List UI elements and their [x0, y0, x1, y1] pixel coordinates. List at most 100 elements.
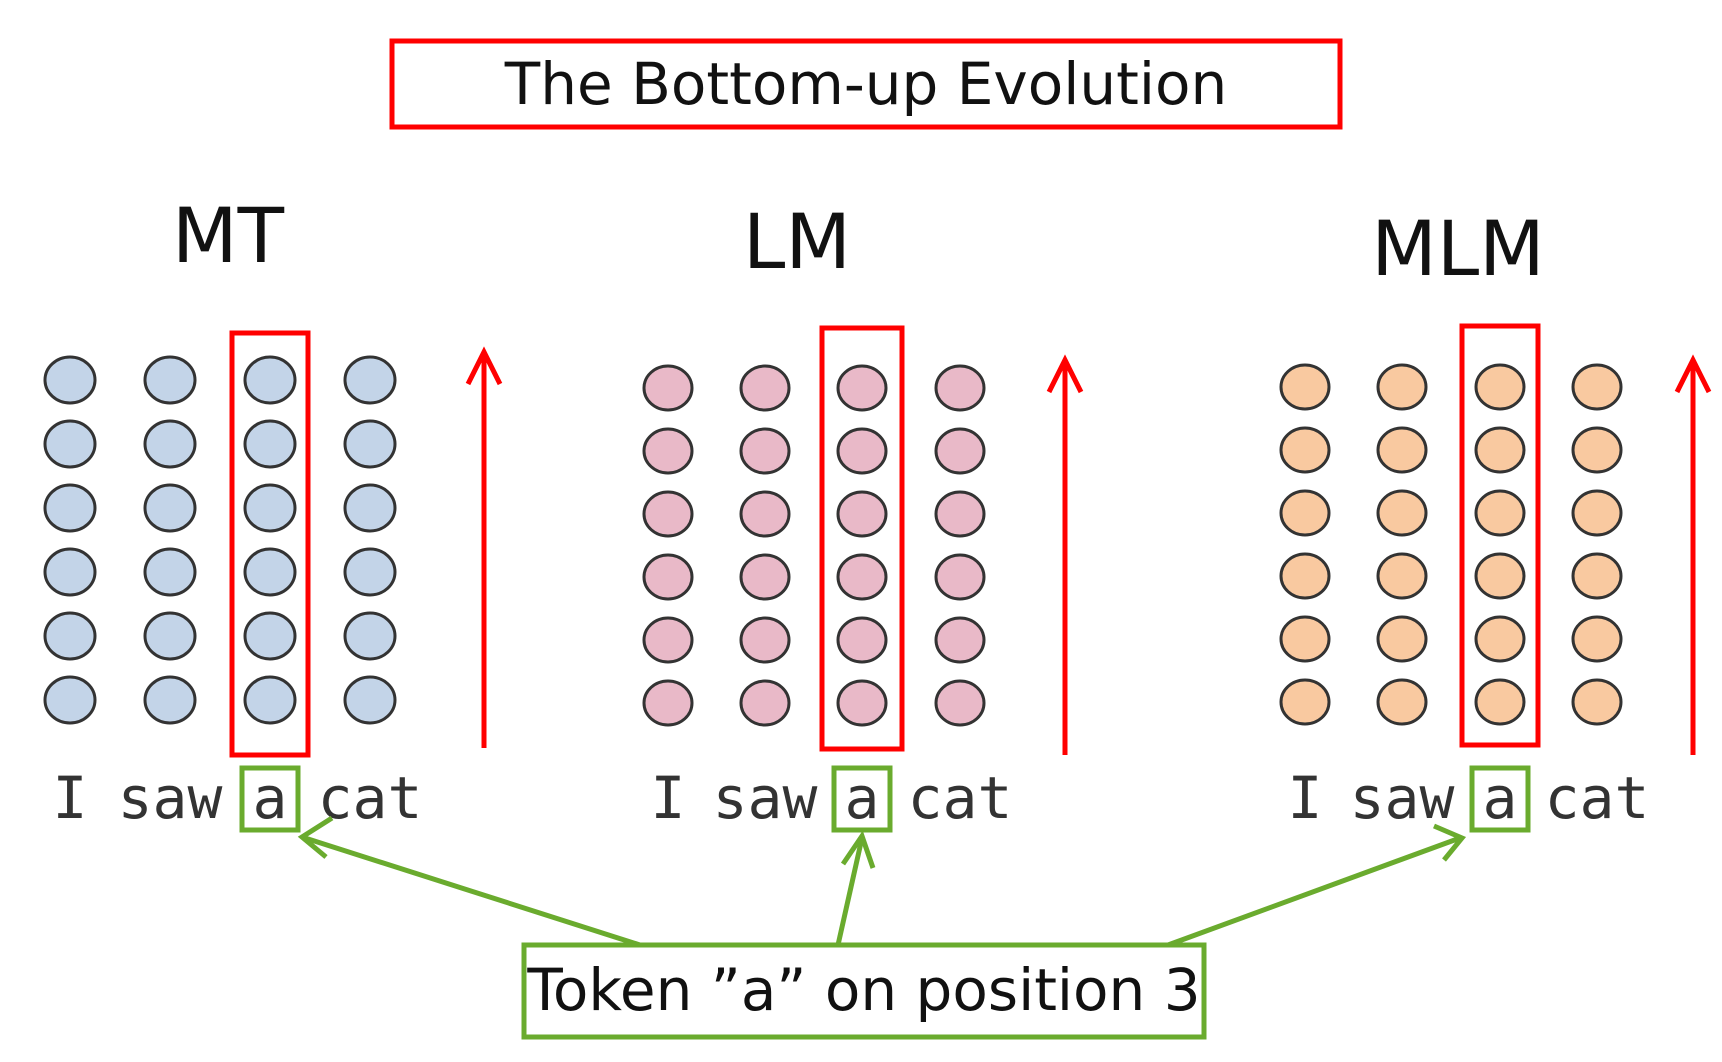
- neuron-lm-c2-r5: [739, 616, 791, 664]
- neuron-mlm-c3-r6: [1474, 678, 1526, 726]
- token-mlm-3: a: [1483, 764, 1518, 832]
- callout-arrowhead-lm: [840, 830, 876, 869]
- neuron-mt-c1-r6: [43, 675, 97, 725]
- callout-arrow-mt: [304, 835, 641, 948]
- token-highlight-box-mlm: [1469, 765, 1531, 833]
- panel-label-lm: LM: [743, 197, 851, 286]
- callout-text: Token ”a” on position 3: [526, 956, 1200, 1024]
- token-mt-1: I: [53, 764, 88, 832]
- token-lm-3: a: [845, 764, 880, 832]
- neuron-mt-c3-r6: [243, 675, 297, 725]
- neuron-lm-c4-r5: [934, 616, 986, 664]
- neuron-mlm-c1-r1: [1279, 363, 1331, 411]
- neuron-mt-c2-r6: [143, 675, 197, 725]
- neuron-mt-c3-r2: [243, 419, 297, 469]
- neuron-lm-c4-r4: [934, 553, 986, 601]
- neuron-mlm-c4-r4: [1571, 552, 1623, 600]
- neuron-lm-c1-r3: [642, 490, 694, 538]
- neuron-lm-c4-r2: [934, 427, 986, 475]
- neuron-mt-c4-r5: [343, 611, 397, 661]
- title-text: The Bottom-up Evolution: [504, 50, 1227, 118]
- neuron-mt-c1-r4: [43, 547, 97, 597]
- neuron-mt-c2-r3: [143, 483, 197, 533]
- token-mlm-1: I: [1288, 764, 1323, 832]
- token-mlm-2: saw: [1350, 764, 1455, 832]
- neuron-lm-c2-r1: [739, 364, 791, 412]
- callout: Token ”a” on position 3: [297, 815, 1467, 1040]
- neuron-lm-c3-r4: [836, 553, 888, 601]
- neuron-mt-c3-r4: [243, 547, 297, 597]
- neuron-mlm-c1-r2: [1279, 426, 1331, 474]
- neuron-mt-c4-r1: [343, 355, 397, 405]
- token-mt-3: a: [253, 764, 288, 832]
- neuron-mlm-c2-r5: [1376, 615, 1428, 663]
- token-highlight-box-lm: [831, 765, 893, 833]
- neuron-lm-c4-r1: [934, 364, 986, 412]
- panel-label-mlm: MLM: [1371, 204, 1545, 293]
- neuron-mt-c2-r2: [143, 419, 197, 469]
- highlight-column-box-lm: [819, 325, 905, 752]
- neuron-lm-c4-r3: [934, 490, 986, 538]
- neuron-mt-c2-r1: [143, 355, 197, 405]
- neuron-lm-c3-r5: [836, 616, 888, 664]
- neuron-lm-c3-r6: [836, 679, 888, 727]
- neuron-lm-c1-r4: [642, 553, 694, 601]
- token-mt-4: cat: [318, 764, 423, 832]
- neuron-lm-c2-r3: [739, 490, 791, 538]
- neuron-mlm-c1-r6: [1279, 678, 1331, 726]
- neuron-mlm-c3-r5: [1474, 615, 1526, 663]
- neuron-mt-c4-r2: [343, 419, 397, 469]
- neuron-mlm-c2-r1: [1376, 363, 1428, 411]
- upward-arrowhead-mlm: [1674, 354, 1712, 394]
- callout-arrowhead-mt: [297, 815, 334, 859]
- neuron-lm-c1-r2: [642, 427, 694, 475]
- neuron-lm-c3-r3: [836, 490, 888, 538]
- neuron-lm-c4-r6: [934, 679, 986, 727]
- neuron-mt-c3-r1: [243, 355, 297, 405]
- token-mt-2: saw: [118, 764, 223, 832]
- neuron-lm-c2-r2: [739, 427, 791, 475]
- neuron-mt-c2-r4: [143, 547, 197, 597]
- neuron-mlm-c2-r6: [1376, 678, 1428, 726]
- neuron-mt-c3-r3: [243, 483, 297, 533]
- neuron-mt-c1-r3: [43, 483, 97, 533]
- callout-box: [521, 942, 1207, 1040]
- neuron-mlm-c4-r5: [1571, 615, 1623, 663]
- token-mlm-4: cat: [1545, 764, 1650, 832]
- neuron-mlm-c3-r3: [1474, 489, 1526, 537]
- neuron-mlm-c4-r3: [1571, 489, 1623, 537]
- neuron-lm-c2-r4: [739, 553, 791, 601]
- neuron-mt-c2-r5: [143, 611, 197, 661]
- upward-arrowhead-lm: [1046, 354, 1084, 394]
- neuron-mt-c1-r1: [43, 355, 97, 405]
- token-lm-2: saw: [713, 764, 818, 832]
- callout-arrow-lm: [835, 837, 865, 946]
- highlight-column-box-mt: [229, 330, 311, 758]
- neuron-mt-c3-r5: [243, 611, 297, 661]
- neuron-mlm-c4-r6: [1571, 678, 1623, 726]
- callout-arrow-mlm: [1167, 835, 1461, 948]
- neuron-lm-c1-r1: [642, 364, 694, 412]
- neuron-mlm-c2-r3: [1376, 489, 1428, 537]
- upward-arrowhead-mt: [465, 346, 503, 386]
- neuron-lm-c3-r2: [836, 427, 888, 475]
- neuron-mlm-c1-r4: [1279, 552, 1331, 600]
- token-lm-1: I: [651, 764, 686, 832]
- neuron-lm-c1-r5: [642, 616, 694, 664]
- callout-arrowhead-mlm: [1433, 823, 1467, 862]
- neuron-mlm-c2-r2: [1376, 426, 1428, 474]
- neuron-mt-c4-r6: [343, 675, 397, 725]
- neuron-mt-c4-r3: [343, 483, 397, 533]
- token-highlight-box-mt: [239, 765, 301, 833]
- token-lm-4: cat: [908, 764, 1013, 832]
- neuron-lm-c2-r6: [739, 679, 791, 727]
- neuron-mlm-c3-r1: [1474, 363, 1526, 411]
- highlight-column-box-mlm: [1459, 323, 1541, 748]
- neuron-lm-c3-r1: [836, 364, 888, 412]
- neuron-mlm-c1-r3: [1279, 489, 1331, 537]
